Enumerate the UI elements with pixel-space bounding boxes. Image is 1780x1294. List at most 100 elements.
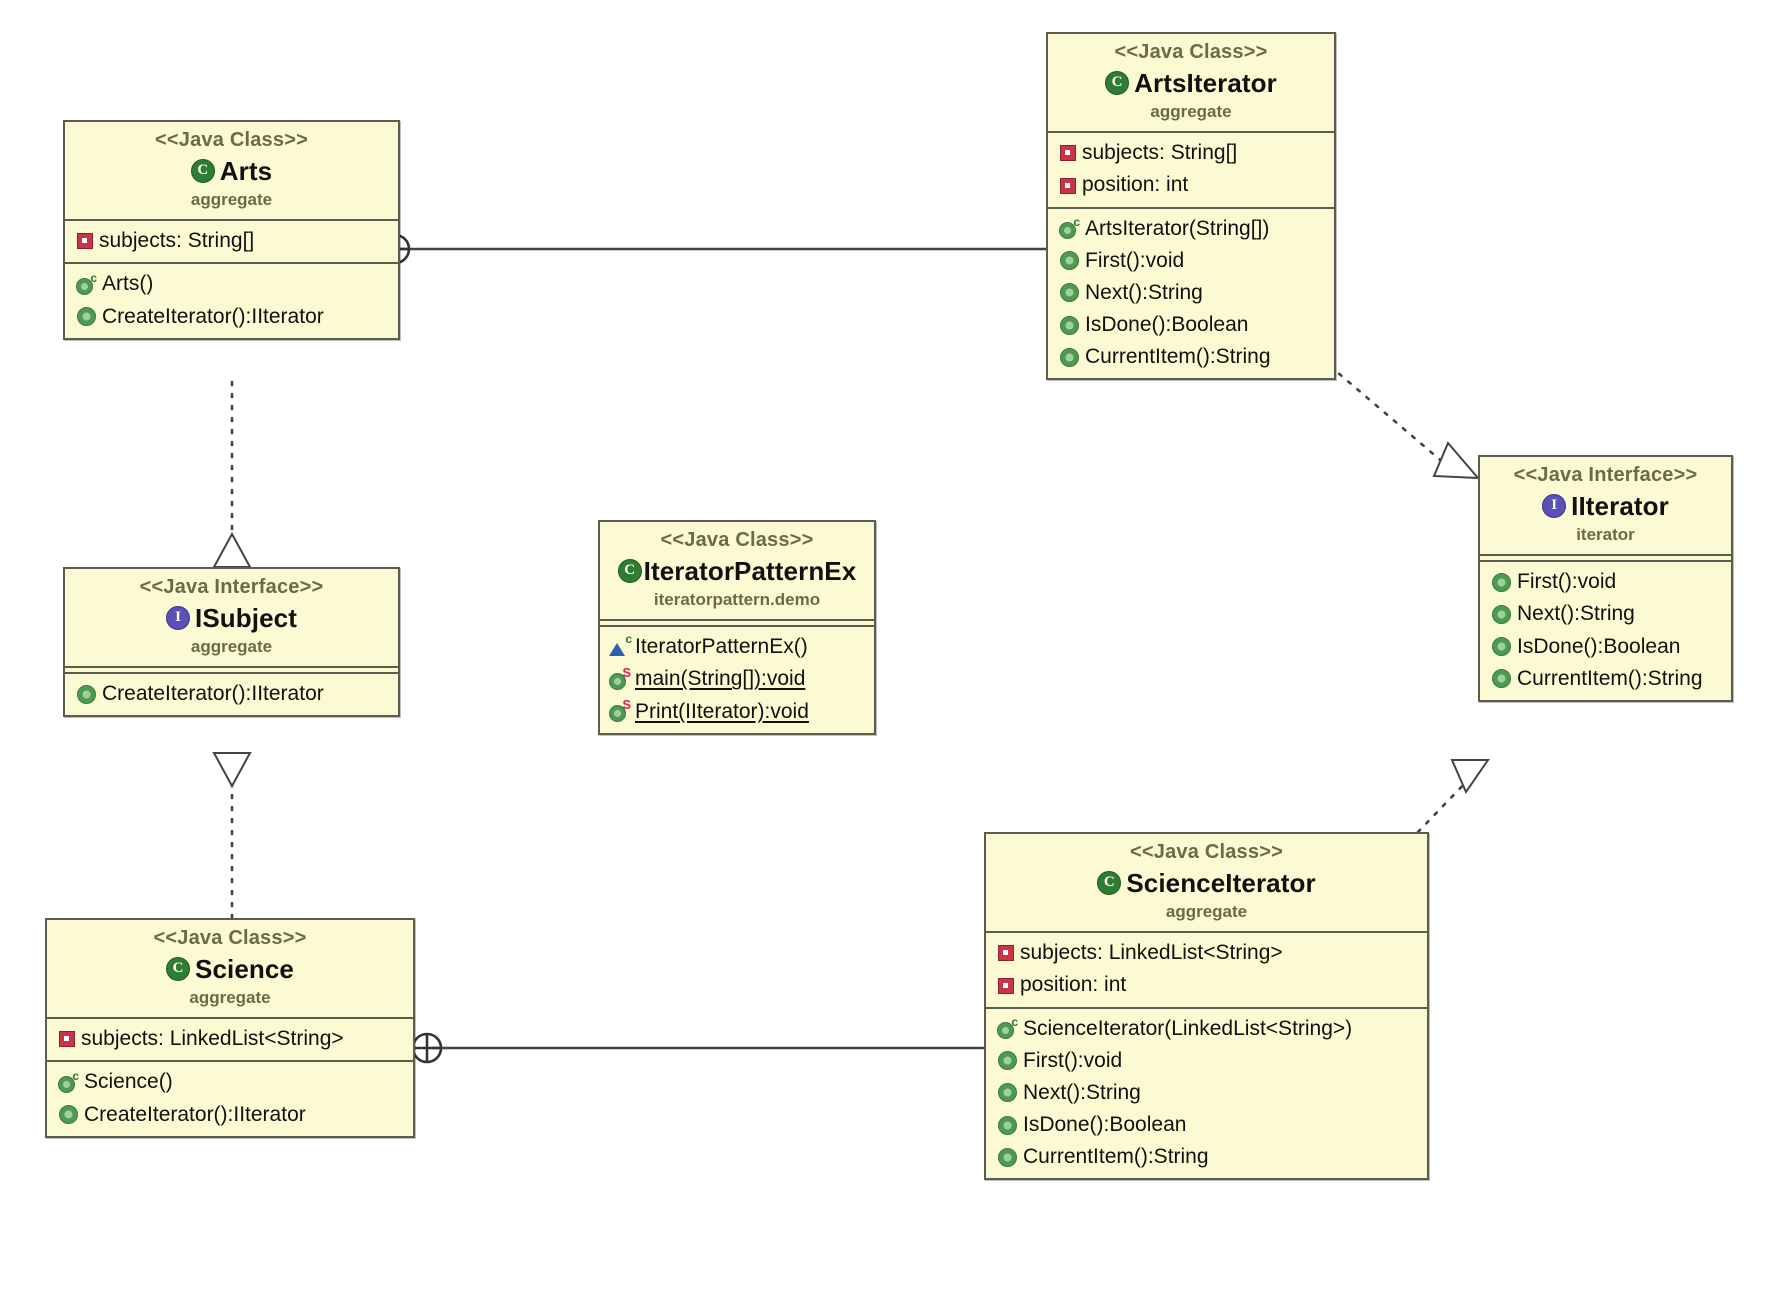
static-method-icon: S xyxy=(609,666,631,690)
method-row[interactable]: IsDone():Boolean xyxy=(986,1109,1427,1141)
method-row[interactable]: c Science() xyxy=(47,1066,413,1098)
java-class-icon: C xyxy=(166,956,190,981)
constructor-icon: c xyxy=(997,1016,1018,1039)
public-method-icon xyxy=(59,1105,78,1125)
public-method-icon xyxy=(998,1115,1017,1135)
compartment-divider xyxy=(47,1060,413,1063)
fields-compartment-arts-iterator: subjects: String[] position: int xyxy=(1048,133,1334,206)
method-row[interactable]: c ScienceIterator(LinkedList<String>) xyxy=(986,1013,1427,1045)
edge-science-to-scienceiterator xyxy=(411,1032,984,1064)
method-row[interactable]: CreateIterator():IIterator xyxy=(65,301,398,333)
public-method-icon xyxy=(1060,251,1079,271)
class-box-science[interactable]: <<Java Class>> C Science aggregate subje… xyxy=(45,918,415,1138)
java-interface-icon: I xyxy=(1542,493,1567,518)
compartment-divider xyxy=(1048,206,1334,209)
methods-compartment-science-iterator: c ScienceIterator(LinkedList<String>) Fi… xyxy=(986,1009,1427,1179)
method-row[interactable]: Next():String xyxy=(1480,598,1731,630)
public-method-icon xyxy=(1492,572,1511,592)
field-row[interactable]: subjects: LinkedList<String> xyxy=(986,937,1427,969)
class-header-science: <<Java Class>> C Science aggregate xyxy=(47,920,413,1017)
fields-compartment-science: subjects: LinkedList<String> xyxy=(47,1019,413,1060)
field-label: position: int xyxy=(1082,173,1189,197)
method-row[interactable]: c Arts() xyxy=(65,268,398,300)
class-box-isubject[interactable]: <<Java Interface>> I ISubject aggregate … xyxy=(63,567,400,718)
class-header-science-iterator: <<Java Class>> C ScienceIterator aggrega… xyxy=(986,834,1427,931)
methods-compartment-iiterator: First():void Next():String IsDone():Bool… xyxy=(1480,562,1731,700)
class-box-science-iterator[interactable]: <<Java Class>> C ScienceIterator aggrega… xyxy=(984,832,1429,1181)
method-row[interactable]: First():void xyxy=(1480,566,1731,598)
class-header-isubject: <<Java Interface>> I ISubject aggregate xyxy=(65,569,398,666)
class-name: Science xyxy=(195,953,294,984)
method-row[interactable]: CreateIterator():IIterator xyxy=(47,1099,413,1131)
public-method-icon xyxy=(77,684,96,704)
method-row[interactable]: c IteratorPatternEx() xyxy=(600,631,874,663)
static-method-icon: S xyxy=(609,698,631,722)
field-row[interactable]: subjects: String[] xyxy=(65,225,398,257)
method-label: CreateIterator():IIterator xyxy=(84,1102,306,1126)
package-label: iteratorpattern.demo xyxy=(653,590,821,610)
field-row[interactable]: position: int xyxy=(1048,169,1334,201)
private-field-icon xyxy=(998,977,1014,994)
stereotype-label: <<Java Class>> xyxy=(1114,41,1268,63)
method-row[interactable]: S Print(IIterator):void xyxy=(600,696,874,728)
method-label: CurrentItem():String xyxy=(1085,345,1271,369)
class-header-iterator-pattern-ex: <<Java Class>> C IteratorPatternEx itera… xyxy=(600,522,874,619)
public-method-icon xyxy=(998,1083,1017,1103)
method-row[interactable]: IsDone():Boolean xyxy=(1048,309,1334,341)
method-row[interactable]: First():void xyxy=(1048,245,1334,277)
method-label: ScienceIterator(LinkedList<String>) xyxy=(1023,1016,1353,1040)
java-class-icon: C xyxy=(617,558,642,583)
package-constructor-icon: c xyxy=(609,633,632,657)
private-field-icon xyxy=(77,233,93,250)
field-row[interactable]: subjects: String[] xyxy=(1048,137,1334,169)
method-label: Print(IIterator):void xyxy=(635,699,809,723)
method-label: First():void xyxy=(1085,248,1185,272)
method-label: CreateIterator():IIterator xyxy=(102,304,324,328)
package-label: aggregate xyxy=(190,637,273,657)
private-field-icon xyxy=(1060,145,1076,162)
edge-arts-realizes-isubject xyxy=(212,380,252,568)
class-box-arts[interactable]: <<Java Class>> C Arts aggregate subjects… xyxy=(63,120,400,340)
method-row[interactable]: S main(String[]):void xyxy=(600,663,874,695)
field-label: subjects: LinkedList<String> xyxy=(81,1027,344,1051)
methods-compartment-isubject: CreateIterator():IIterator xyxy=(65,674,398,715)
method-row[interactable]: CreateIterator():IIterator xyxy=(65,678,398,710)
method-row[interactable]: CurrentItem():String xyxy=(1048,341,1334,373)
compartment-divider xyxy=(600,619,874,622)
method-label: Arts() xyxy=(102,272,154,296)
constructor-icon: c xyxy=(76,272,97,295)
class-name: Arts xyxy=(219,155,273,186)
class-box-iiterator[interactable]: <<Java Interface>> I IIterator iterator … xyxy=(1478,455,1733,702)
class-name: ScienceIterator xyxy=(1126,867,1316,898)
fields-compartment-arts: subjects: String[] xyxy=(65,221,398,262)
public-method-icon xyxy=(1492,637,1511,657)
edge-science-realizes-isubject xyxy=(212,752,252,920)
stereotype-label: <<Java Class>> xyxy=(153,927,307,949)
edge-artsiterator-realizes-iiterator xyxy=(1328,364,1481,480)
public-method-icon xyxy=(998,1147,1017,1167)
field-label: subjects: String[] xyxy=(1082,141,1238,165)
methods-compartment-science: c Science() CreateIterator():IIterator xyxy=(47,1062,413,1135)
edge-arts-to-artsiterator xyxy=(379,233,1046,265)
class-box-iterator-pattern-ex[interactable]: <<Java Class>> C IteratorPatternEx itera… xyxy=(598,520,876,735)
method-label: Next():String xyxy=(1085,280,1203,304)
method-row[interactable]: First():void xyxy=(986,1045,1427,1077)
class-header-arts: <<Java Class>> C Arts aggregate xyxy=(65,122,398,219)
method-row[interactable]: Next():String xyxy=(986,1077,1427,1109)
field-row[interactable]: position: int xyxy=(986,969,1427,1001)
compartment-divider xyxy=(65,672,398,675)
method-label: main(String[]):void xyxy=(635,667,806,691)
class-box-arts-iterator[interactable]: <<Java Class>> C ArtsIterator aggregate … xyxy=(1046,32,1336,381)
method-row[interactable]: IsDone():Boolean xyxy=(1480,631,1731,663)
method-label: ArtsIterator(String[]) xyxy=(1085,216,1270,240)
method-row[interactable]: Next():String xyxy=(1048,277,1334,309)
methods-compartment-arts: c Arts() CreateIterator():IIterator xyxy=(65,264,398,337)
method-row[interactable]: CurrentItem():String xyxy=(986,1141,1427,1173)
public-method-icon xyxy=(1060,315,1079,335)
package-label: iterator xyxy=(1576,525,1635,545)
field-row[interactable]: subjects: LinkedList<String> xyxy=(47,1023,413,1055)
method-row[interactable]: c ArtsIterator(String[]) xyxy=(1048,213,1334,245)
method-row[interactable]: CurrentItem():String xyxy=(1480,663,1731,695)
package-label: aggregate xyxy=(1150,102,1232,122)
